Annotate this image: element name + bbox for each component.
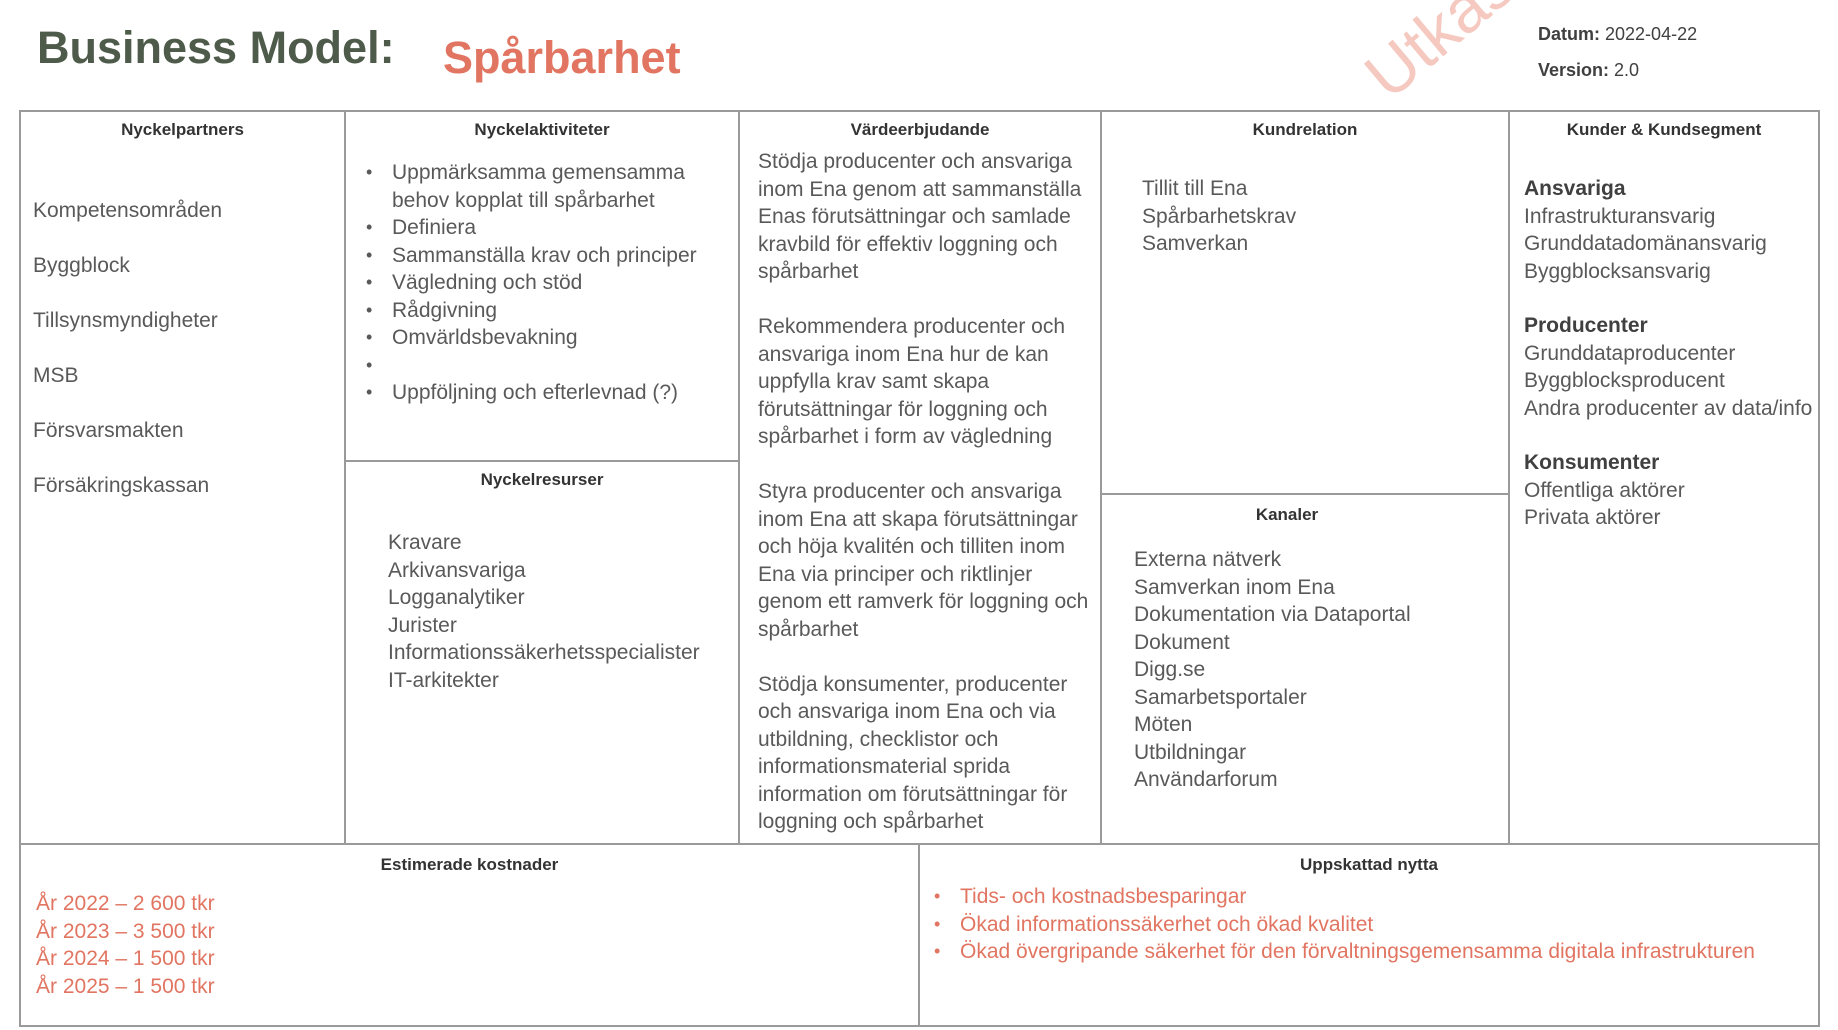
divider <box>344 110 346 845</box>
divider <box>1100 493 1510 495</box>
list-item: Rådgivning <box>366 297 706 325</box>
list-item: Arkivansvariga <box>388 558 526 582</box>
list-item: Kompetensområden <box>33 199 223 222</box>
channels-list: Externa nätverk Samverkan inom Ena Dokum… <box>1134 546 1411 794</box>
list-item: Spårbarhetskrav <box>1142 204 1297 228</box>
divider <box>1508 110 1510 845</box>
value-paragraph: Stödja producenter och ansvariga inom En… <box>758 150 1082 283</box>
list-item: Samverkan <box>1142 232 1249 255</box>
divider <box>738 110 740 845</box>
list-item: Sammanställa krav och principer <box>366 242 706 270</box>
list-item: Byggblocksansvarig <box>1524 259 1711 283</box>
segment-heading: Ansvariga <box>1524 177 1626 200</box>
list-item: Privata aktörer <box>1524 506 1661 529</box>
list-item: År 2025 – 1 500 tkr <box>36 974 215 998</box>
divider <box>1100 110 1102 845</box>
relations-list: Tillit till Ena Spårbarhetskrav Samverka… <box>1142 175 1296 258</box>
list-item: Offentliga aktörer <box>1524 478 1685 502</box>
spacer <box>1524 422 1818 449</box>
list-item: Digg.se <box>1134 658 1206 681</box>
block-title: Kanaler <box>1255 505 1319 524</box>
value-paragraph: Styra producenter och ansvariga inom Ena… <box>758 480 1089 641</box>
block-title: Estimerade kostnader <box>380 855 559 874</box>
list-item: Jurister <box>388 613 457 637</box>
list-item: Logganalytiker <box>388 586 525 609</box>
benefits-list: Tids- och kostnadsbesparingar Ökad infor… <box>934 883 1814 966</box>
version-label: Version: <box>1538 60 1610 80</box>
partners-list: Kompetensområden Byggblock Tillsynsmyndi… <box>33 183 222 513</box>
list-item: Ökad övergripande säkerhet för den förva… <box>934 938 1814 966</box>
list-item: Försvarsmakten <box>33 419 184 442</box>
list-item: Byggblock <box>33 254 130 277</box>
list-item: Grunddatadomänansvarig <box>1524 232 1767 255</box>
list-item: Definiera <box>366 214 706 242</box>
list-item: Omvärldsbevakning <box>366 324 706 352</box>
value-paragraph: Stödja konsumenter, producenter och ansv… <box>758 672 1068 834</box>
divider <box>344 460 740 462</box>
version-value: 2.0 <box>1614 60 1640 80</box>
list-item: Infrastrukturansvarig <box>1524 204 1716 228</box>
list-item: Samverkan inom Ena <box>1134 575 1335 599</box>
draft-watermark: Utkast <box>1350 0 1542 113</box>
list-item: Utbildningar <box>1134 740 1247 764</box>
block-title: Nyckelaktiviteter <box>474 120 610 139</box>
block-title: Nyckelresurser <box>480 470 604 489</box>
page-title: Business Model: <box>37 22 395 73</box>
list-item: Andra producenter av data/info <box>1524 396 1813 420</box>
date-label: Datum: <box>1538 24 1600 44</box>
block-title: Nyckelpartners <box>121 120 244 139</box>
model-name: Spårbarhet <box>443 32 681 83</box>
list-item: Användarforum <box>1134 768 1278 791</box>
list-item: År 2023 – 3 500 tkr <box>36 919 215 943</box>
block-title: Värdeerbjudande <box>850 120 990 139</box>
list-item: IT-arkitekter <box>388 668 499 692</box>
list-item: Tillsynsmyndigheter <box>33 309 218 332</box>
costs-list: År 2022 – 2 600 tkr År 2023 – 3 500 tkr … <box>36 890 215 1000</box>
list-item: MSB <box>33 364 79 387</box>
list-item: Dokument <box>1134 630 1230 654</box>
list-item: År 2024 – 1 500 tkr <box>36 947 215 970</box>
divider <box>918 845 920 1027</box>
list-item: Tids- och kostnadsbesparingar <box>934 883 1814 911</box>
list-item: Samarbetsportaler <box>1134 685 1307 709</box>
block-title: Uppskattad nytta <box>1300 855 1438 874</box>
value-paragraph: Rekommendera producenter och ansvariga i… <box>758 315 1066 448</box>
list-item: Dokumentation via Dataportal <box>1134 603 1411 626</box>
segments-list: Ansvariga Infrastrukturansvarig Grunddat… <box>1524 175 1818 532</box>
list-item: Byggblocksproducent <box>1524 369 1725 392</box>
list-item: Uppföljning och efterlevnad (?) <box>366 379 706 407</box>
block-title: Kundrelation <box>1252 120 1358 139</box>
spacer <box>366 352 706 380</box>
list-item: Ökad informationssäkerhet och ökad kvali… <box>934 911 1814 939</box>
version-line: Version: 2.0 <box>1538 60 1639 81</box>
list-item: År 2022 – 2 600 tkr <box>36 892 215 915</box>
date-line: Datum: 2022-04-22 <box>1538 24 1697 45</box>
resources-list: Kravare Arkivansvariga Logganalytiker Ju… <box>388 529 700 694</box>
spacer <box>1524 285 1818 312</box>
list-item: Försäkringskassan <box>33 474 210 497</box>
list-item: Kravare <box>388 531 462 554</box>
list-item: Tillit till Ena <box>1142 177 1248 200</box>
date-value: 2022-04-22 <box>1605 24 1698 44</box>
list-item: Vägledning och stöd <box>366 269 706 297</box>
divider <box>19 843 1820 845</box>
segment-heading: Producenter <box>1524 314 1648 337</box>
list-item: Grunddataproducenter <box>1524 341 1736 365</box>
value-text: Stödja producenter och ansvariga inom En… <box>758 148 1094 863</box>
list-item: Informationssäkerhetsspecialister <box>388 641 700 664</box>
list-item: Möten <box>1134 713 1193 736</box>
block-title: Kunder & Kundsegment <box>1566 120 1762 139</box>
segment-heading: Konsumenter <box>1524 451 1660 474</box>
activities-list: Uppmärksamma gemensamma behov kopplat ti… <box>366 159 706 406</box>
list-item: Externa nätverk <box>1134 548 1282 571</box>
list-item: Uppmärksamma gemensamma behov kopplat ti… <box>366 159 706 214</box>
